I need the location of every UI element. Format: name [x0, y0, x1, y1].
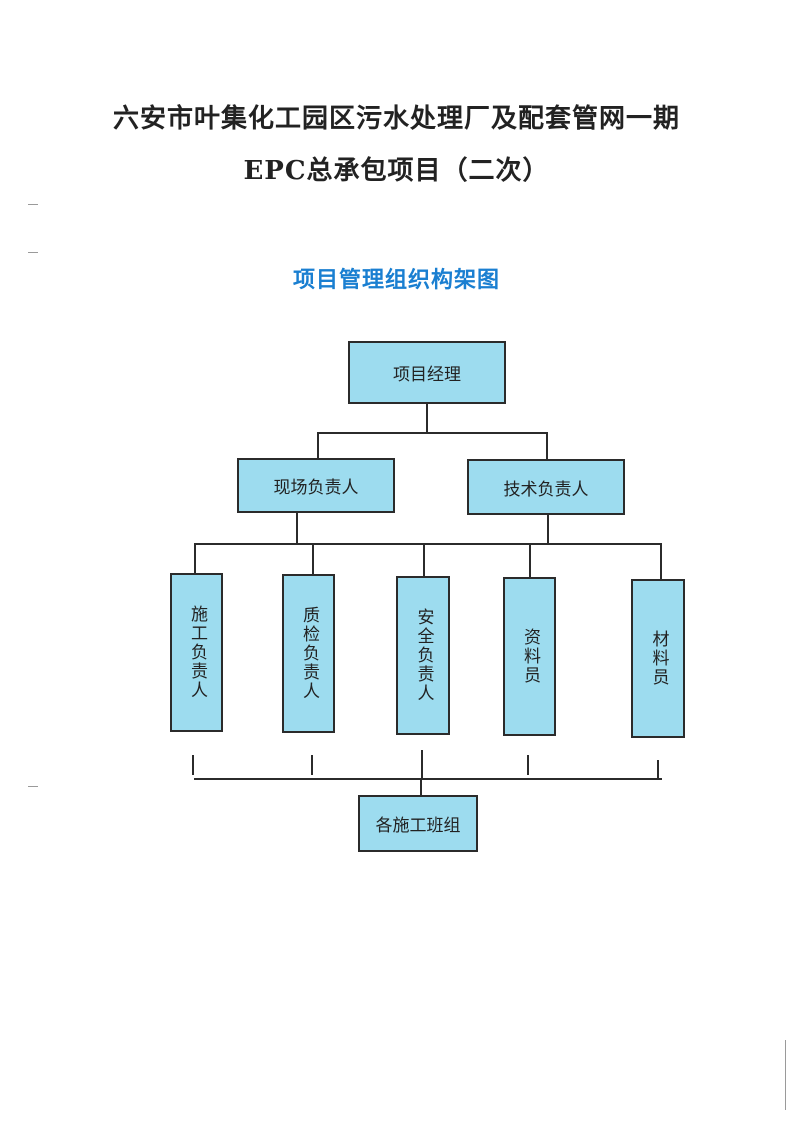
project-manager-label: 项目经理	[393, 365, 461, 385]
connector-site-lead-down	[296, 512, 298, 543]
connector-top-down	[426, 403, 428, 433]
connector-stub-5	[657, 760, 659, 780]
connector-level3-bar	[194, 543, 662, 545]
connector-to-site-lead	[317, 432, 319, 459]
document-title-line1: 六安市叶集化工园区污水处理厂及配套管网一期	[112, 104, 680, 134]
site-lead-box: 现场负责人	[237, 458, 395, 513]
material-clerk-box: 材料员	[631, 579, 685, 738]
connector-to-document-clerk	[529, 543, 531, 578]
connector-level2-bar	[317, 432, 547, 434]
scan-mark	[28, 204, 38, 205]
site-lead-label: 现场负责人	[273, 478, 359, 498]
scan-mark	[785, 1040, 786, 1110]
connector-to-safety-lead	[423, 543, 425, 577]
safety-lead-label: 安全负责人	[413, 608, 434, 703]
construction-teams-box: 各施工班组	[358, 795, 478, 852]
project-manager-box: 项目经理	[348, 341, 506, 404]
connector-to-material-clerk	[660, 543, 662, 580]
connector-stub-3	[421, 750, 423, 778]
connector-stub-2	[311, 755, 313, 775]
document-title-line2: EPC总承包项目（二次）	[243, 156, 550, 186]
construction-teams-label: 各施工班组	[375, 816, 461, 836]
connector-bottom-bar	[194, 778, 662, 780]
connector-to-tech-lead	[546, 432, 548, 459]
connector-stub-1	[192, 755, 194, 775]
construction-lead-box: 施工负责人	[170, 573, 223, 732]
tech-lead-label: 技术负责人	[503, 479, 589, 500]
connector-tech-lead-down	[547, 514, 549, 543]
qc-lead-box: 质检负责人	[282, 574, 335, 733]
document-clerk-label: 资料员	[520, 628, 540, 685]
document-clerk-box: 资料员	[503, 577, 556, 736]
org-chart-title: 项目管理组织构架图	[292, 268, 500, 293]
construction-lead-label: 施工负责人	[187, 605, 207, 700]
material-clerk-label: 材料员	[648, 630, 669, 687]
connector-to-construction-lead	[194, 543, 196, 574]
connector-stub-4	[527, 755, 529, 775]
tech-lead-box: 技术负责人	[467, 459, 625, 515]
connector-to-qc-lead	[312, 543, 314, 575]
connector-to-teams	[420, 778, 422, 796]
scan-mark	[28, 252, 38, 253]
qc-lead-label: 质检负责人	[299, 606, 319, 701]
scan-mark	[28, 786, 38, 787]
safety-lead-box: 安全负责人	[396, 576, 450, 735]
